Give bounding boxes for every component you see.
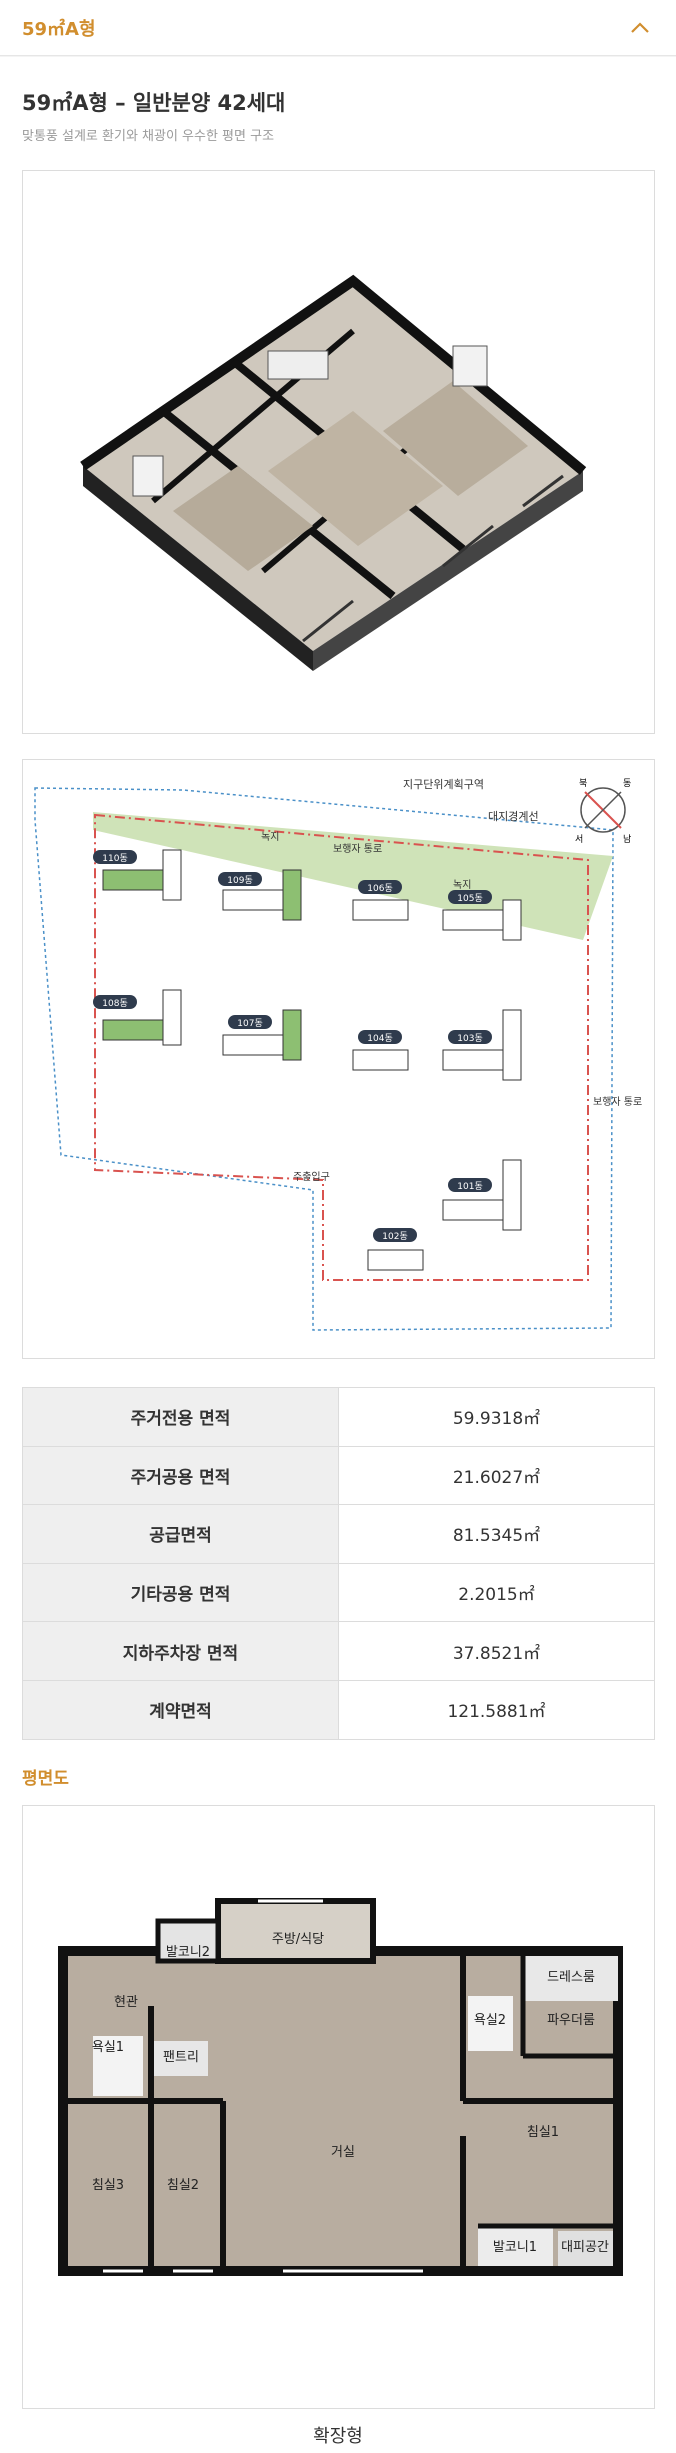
floorplan-caption: 확장형 bbox=[313, 2426, 363, 2447]
room-balcony1: 발코니1 bbox=[493, 2240, 537, 2255]
isometric-unit-image bbox=[22, 170, 655, 734]
building-110-label: 110동 bbox=[102, 853, 127, 864]
spec-label: 계약면적 bbox=[22, 1679, 339, 1740]
site-plan-image: 지구단위계획구역 대지경계선 녹지 녹지 보행자 통로 보행자 통로 주출입구 … bbox=[22, 759, 655, 1359]
spec-label: 주거전용 면적 bbox=[22, 1387, 339, 1447]
site-plan-drawing: 지구단위계획구역 대지경계선 녹지 녹지 보행자 통로 보행자 통로 주출입구 … bbox=[34, 778, 642, 1331]
building-102-label: 102동 bbox=[382, 1231, 407, 1242]
entrance-label: 주출입구 bbox=[293, 1170, 330, 1183]
building-106: 106동 bbox=[352, 880, 409, 921]
building-105-label: 105동 bbox=[457, 893, 482, 904]
spec-value: 121.5881㎡ bbox=[338, 1679, 655, 1740]
building-104: 104동 bbox=[352, 1030, 409, 1071]
spec-value: 37.8521㎡ bbox=[338, 1621, 655, 1681]
building-106-label: 106동 bbox=[367, 883, 392, 894]
compass-e: 동 bbox=[623, 778, 631, 789]
building-103-label: 103동 bbox=[457, 1033, 482, 1044]
spec-label: 기타공용 면적 bbox=[22, 1562, 339, 1623]
room-bed2: 침실2 bbox=[167, 2178, 199, 2193]
room-kitchen: 주방/식당 bbox=[272, 1932, 324, 1947]
green-label-2: 녹지 bbox=[453, 879, 471, 891]
building-101-label: 101동 bbox=[457, 1181, 482, 1192]
compass-w: 서 bbox=[575, 834, 583, 845]
green-label-1: 녹지 bbox=[261, 831, 279, 843]
building-104-label: 104동 bbox=[367, 1033, 392, 1044]
room-shelter: 대피공간 bbox=[561, 2240, 609, 2255]
room-bed1: 침실1 bbox=[527, 2125, 559, 2140]
room-balcony2: 발코니2 bbox=[166, 1945, 210, 1960]
spec-label: 공급면적 bbox=[22, 1504, 339, 1564]
building-103: 103동 bbox=[442, 1009, 522, 1081]
accordion-title: 59㎡A형 bbox=[22, 19, 96, 40]
building-107-label: 107동 bbox=[237, 1018, 262, 1029]
spec-value: 21.6027㎡ bbox=[338, 1445, 655, 1506]
room-entrance: 현관 bbox=[114, 1995, 138, 2010]
room-living: 거실 bbox=[331, 2145, 355, 2160]
compass-icon: 북 동 남 서 bbox=[575, 778, 631, 845]
compass-s: 남 bbox=[623, 834, 631, 845]
compass-n: 북 bbox=[579, 778, 587, 789]
walkway-label: 보행자 통로 bbox=[333, 843, 382, 855]
room-bath2: 욕실2 bbox=[474, 2013, 506, 2028]
chevron-up-icon[interactable] bbox=[628, 16, 652, 40]
building-110: 110동 bbox=[93, 849, 182, 901]
building-105: 105동 bbox=[442, 890, 522, 941]
accordion-panel: 59㎡A형 – 일반분양 42세대 맞통풍 설계로 환기와 채광이 우수한 평면… bbox=[0, 57, 676, 2453]
boundary-label: 대지경계선 bbox=[488, 810, 539, 823]
room-bed3: 침실3 bbox=[92, 2178, 124, 2193]
unit-title: 59㎡A형 – 일반분양 42세대 bbox=[22, 91, 286, 115]
unit-subtitle: 맞통풍 설계로 환기와 채광이 우수한 평면 구조 bbox=[22, 129, 275, 144]
building-102: 102동 bbox=[367, 1228, 424, 1271]
floorplan-image: 발코니2 주방/식당 드레스룸 현관 욕실2 파우더룸 욕실1 팬트리 침실1 … bbox=[22, 1805, 655, 2409]
building-107: 107동 bbox=[222, 1009, 302, 1061]
side-walkway-label: 보행자 통로 bbox=[593, 1096, 642, 1108]
spec-value: 2.2015㎡ bbox=[338, 1562, 655, 1623]
spec-value: 81.5345㎡ bbox=[338, 1504, 655, 1564]
room-bath1: 욕실1 bbox=[92, 2040, 124, 2055]
room-powder: 파우더룸 bbox=[547, 2013, 595, 2028]
building-108-label: 108동 bbox=[102, 998, 127, 1009]
room-pantry: 팬트리 bbox=[163, 2050, 199, 2065]
accordion-header[interactable]: 59㎡A형 bbox=[0, 0, 676, 56]
building-101: 101동 bbox=[442, 1159, 522, 1231]
spec-value: 59.9318㎡ bbox=[338, 1387, 655, 1447]
spec-label: 주거공용 면적 bbox=[22, 1445, 339, 1506]
isometric-drawing bbox=[80, 274, 587, 671]
room-dressroom: 드레스룸 bbox=[547, 1970, 595, 1985]
building-109-label: 109동 bbox=[227, 875, 252, 886]
district-label: 지구단위계획구역 bbox=[403, 778, 484, 791]
building-108: 108동 bbox=[93, 989, 182, 1046]
building-109: 109동 bbox=[218, 869, 302, 921]
spec-label: 지하주차장 면적 bbox=[22, 1621, 339, 1681]
floorplan-section-label: 평면도 bbox=[22, 1769, 69, 1789]
floorplan-drawing: 발코니2 주방/식당 드레스룸 현관 욕실2 파우더룸 욕실1 팬트리 침실1 … bbox=[58, 1898, 623, 2276]
